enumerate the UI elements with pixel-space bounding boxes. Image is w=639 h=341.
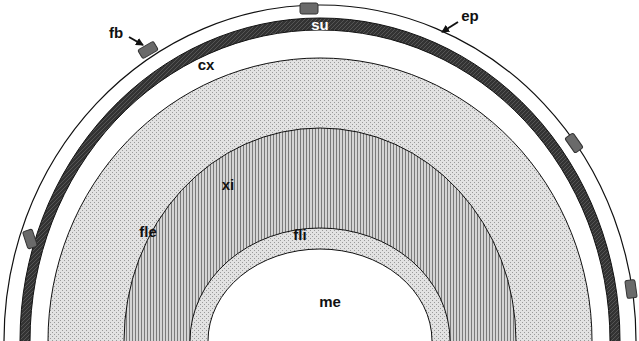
epidermis bbox=[4, 5, 636, 341]
phloem-label: fli bbox=[293, 227, 306, 242]
suber bbox=[20, 18, 620, 341]
cortex bbox=[30, 30, 610, 341]
medulla-label: me bbox=[319, 294, 341, 309]
fiber-bundle bbox=[625, 279, 637, 298]
external-phloem bbox=[48, 58, 592, 341]
fiber-bundle bbox=[565, 133, 584, 153]
fiber-bundles bbox=[22, 3, 637, 299]
phloem-label: fle bbox=[139, 224, 157, 239]
cortex-label: cx bbox=[198, 57, 215, 72]
medulla bbox=[208, 249, 432, 341]
leader-arrow bbox=[442, 22, 458, 32]
fiber-bundle bbox=[300, 3, 318, 14]
internal-phloem bbox=[190, 228, 450, 341]
leader-arrow bbox=[129, 37, 143, 45]
xylem bbox=[124, 128, 516, 341]
suber-label: su bbox=[311, 17, 329, 32]
fiber-bundle-label: fb bbox=[109, 25, 123, 40]
epidermis-label: ep bbox=[461, 8, 479, 23]
fiber-bundle bbox=[22, 229, 37, 249]
xylem-label: xi bbox=[222, 177, 235, 192]
